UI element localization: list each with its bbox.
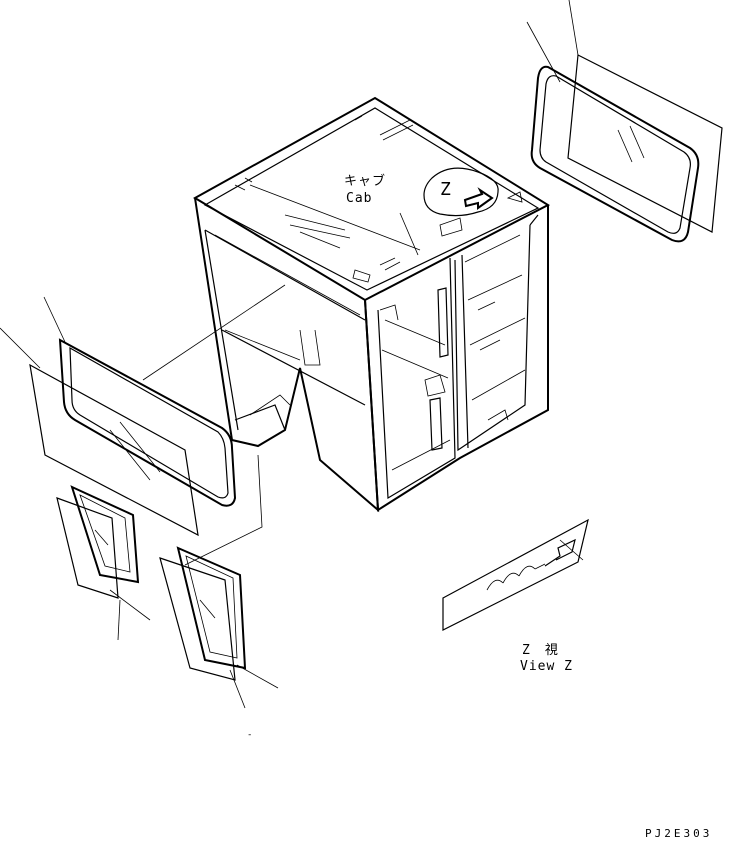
drawing-code: PJ2E303 <box>645 827 712 840</box>
cab-label-jp: キャブ <box>344 173 386 189</box>
stray-mark: - <box>247 730 252 740</box>
logo-decal <box>442 518 589 631</box>
rear-window-glass <box>567 54 723 233</box>
cab-assembly <box>193 96 551 513</box>
cab-label-en: Cab <box>346 191 372 206</box>
door-glass-seal-left <box>70 485 140 584</box>
door-glass-seal-right <box>176 546 247 670</box>
rear-window-seal <box>530 65 700 243</box>
door-glass-right <box>159 557 236 681</box>
side-window-seal <box>58 338 237 507</box>
door-glass-left <box>56 497 119 599</box>
view-z-marker <box>423 167 499 217</box>
view-label-en: View Z <box>520 659 573 674</box>
view-marker-letter: Z <box>440 179 451 200</box>
leader-lines <box>0 0 584 709</box>
view-label-jp: Z 視 <box>522 643 559 658</box>
side-window-glass <box>29 363 199 537</box>
